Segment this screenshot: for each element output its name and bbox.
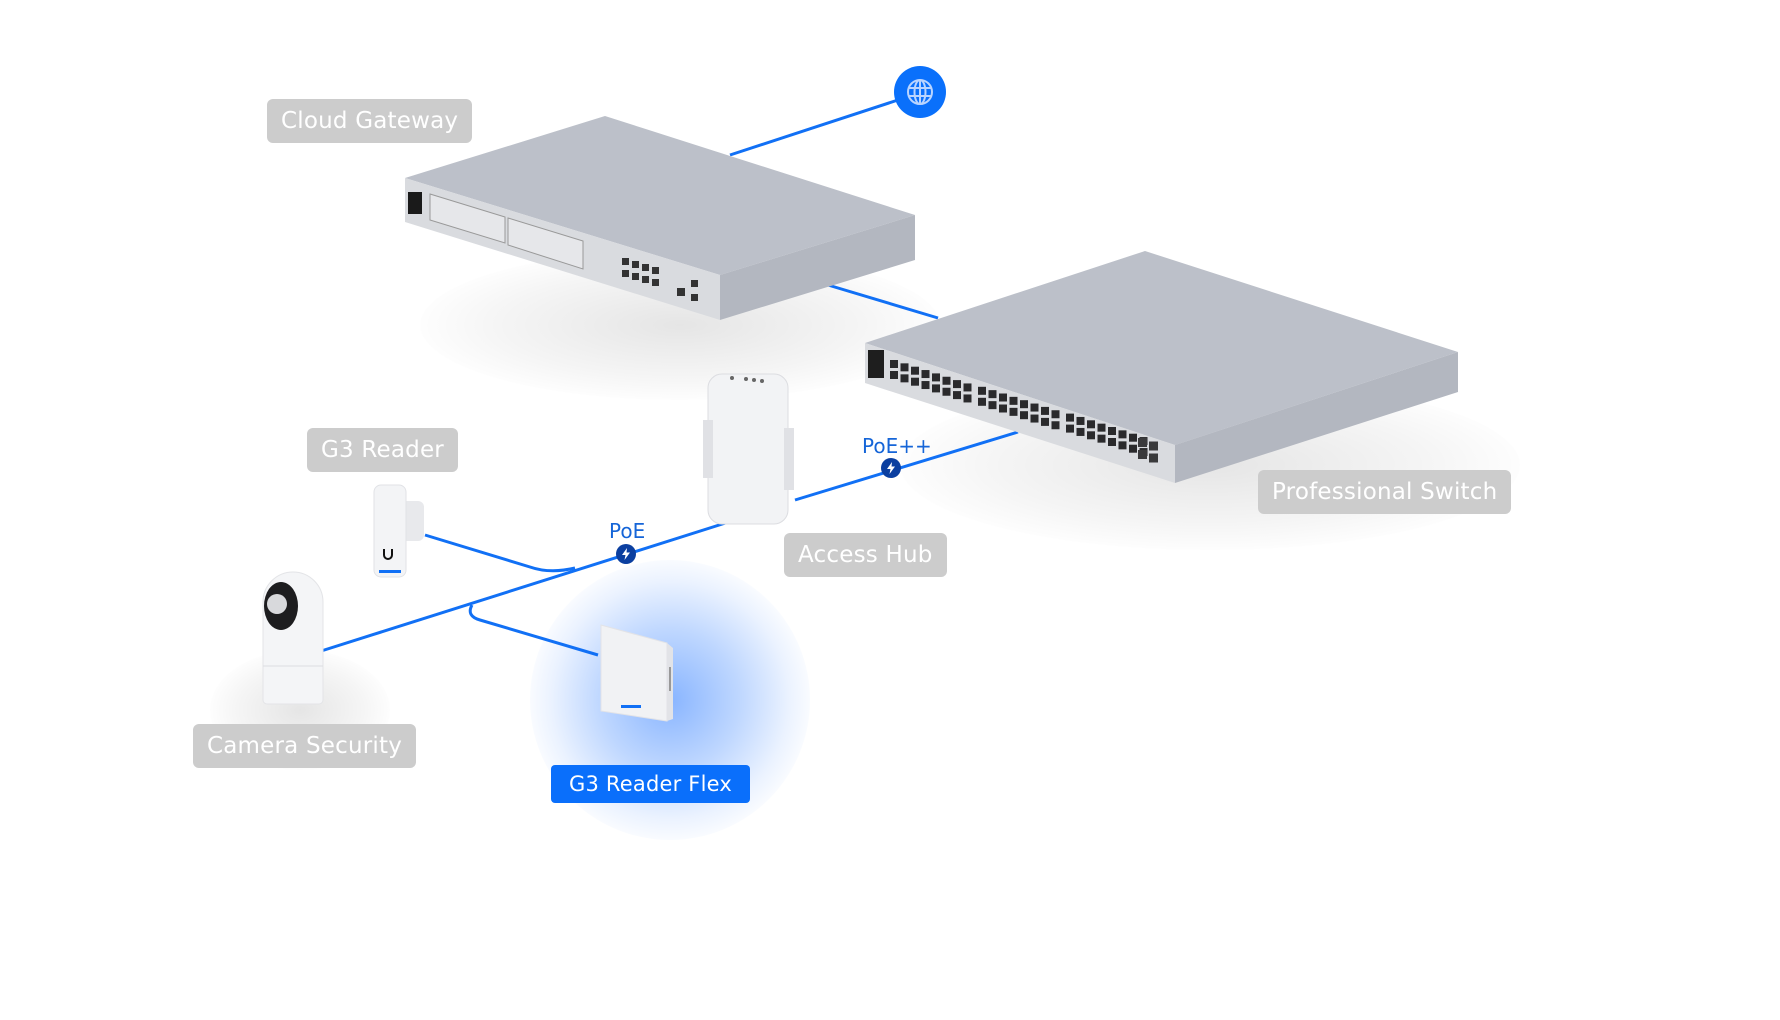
lightning-bolt-icon (887, 462, 895, 474)
switch-port (953, 391, 961, 400)
switch-port (921, 381, 930, 390)
switch-port (1041, 406, 1049, 415)
ethernet-ports (622, 258, 698, 301)
switch-port (1087, 420, 1095, 429)
switch-port (911, 366, 919, 375)
sfp-port (1149, 441, 1158, 451)
sfp-port (1149, 453, 1158, 463)
switch-port (1118, 430, 1127, 439)
switch-port (963, 383, 972, 392)
g3-reader-device[interactable] (370, 483, 430, 583)
switch-port (999, 393, 1007, 402)
switch-port (942, 376, 951, 385)
switch-port (1020, 400, 1028, 409)
link-internet-gateway (729, 98, 899, 157)
switch-port (1076, 427, 1085, 436)
switch-port (1108, 438, 1116, 446)
switch-port (900, 374, 909, 383)
internet-node[interactable] (894, 66, 946, 118)
switch-port (988, 390, 997, 399)
switch-port (1009, 407, 1018, 416)
switch-port (1030, 414, 1039, 423)
ethernet-ports (890, 360, 1158, 463)
console-panel-icon (868, 350, 884, 378)
sfp-port (1138, 450, 1147, 459)
g3-reader-flex-device[interactable] (595, 615, 680, 725)
cloud-gateway-device[interactable] (400, 110, 930, 325)
switch-port (1066, 424, 1074, 433)
switch-port (963, 394, 972, 403)
link-g3-reader (424, 533, 576, 573)
switch-port (1108, 427, 1116, 435)
link-hub-trunk (317, 518, 736, 654)
switch-port (1129, 433, 1137, 442)
switch-port (1097, 434, 1106, 443)
switch-port (999, 404, 1007, 413)
cloud-gateway-label[interactable]: Cloud Gateway (267, 99, 473, 143)
sfp-port (1138, 438, 1147, 447)
access-hub-device[interactable] (700, 370, 800, 535)
professional-switch-label[interactable]: Professional Switch (1258, 470, 1512, 514)
access-hub-label[interactable]: Access Hub (784, 533, 947, 577)
professional-switch-device[interactable] (860, 245, 1465, 490)
poe-badge (616, 544, 636, 564)
switch-port (1076, 416, 1085, 425)
switch-port (1009, 396, 1018, 405)
power-button-icon (408, 192, 422, 214)
switch-port (1030, 403, 1039, 412)
switch-port (890, 360, 898, 368)
switch-port (921, 370, 930, 379)
switch-port (978, 386, 986, 395)
switch-port (953, 380, 961, 389)
switch-port (932, 384, 940, 393)
switch-port (911, 377, 919, 386)
switch-port (1097, 423, 1106, 432)
camera-security-device[interactable] (255, 570, 330, 710)
g3-reader-label[interactable]: G3 Reader (307, 428, 458, 472)
globe-icon (907, 79, 933, 105)
lightning-bolt-icon (622, 548, 630, 560)
camera-security-label[interactable]: Camera Security (193, 724, 417, 768)
poe-plus-plus-label: PoE++ (862, 434, 932, 458)
link-switch-hub (794, 430, 1019, 502)
switch-port (932, 373, 940, 382)
switch-port (1118, 441, 1127, 450)
link-gateway-switch (827, 283, 939, 320)
switch-port (978, 397, 986, 406)
poe-plus-plus-badge (881, 458, 901, 478)
switch-port (890, 371, 898, 379)
switch-port (1041, 417, 1049, 426)
switch-port (1020, 411, 1028, 420)
switch-port (1051, 421, 1060, 430)
switch-port (1051, 410, 1060, 419)
switch-port (1129, 444, 1137, 453)
switch-port (988, 401, 997, 410)
switch-port (1066, 413, 1074, 422)
switch-port (1087, 431, 1095, 440)
poe-label: PoE (609, 519, 646, 543)
link-g3-reader-flex (468, 604, 599, 657)
switch-port (942, 387, 951, 396)
g3-reader-flex-label[interactable]: G3 Reader Flex (551, 765, 750, 803)
switch-port (900, 363, 909, 372)
